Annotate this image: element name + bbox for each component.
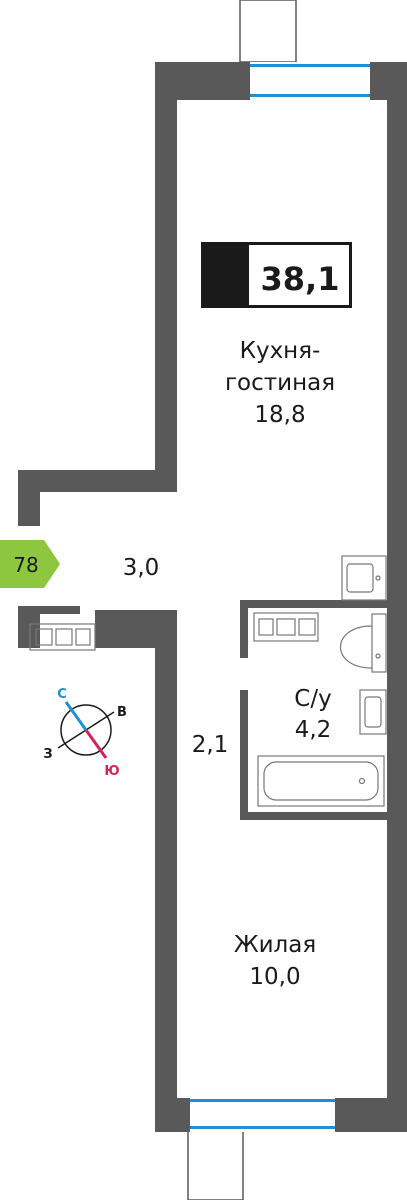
corridor-area: 2,1 — [192, 732, 229, 758]
top-window-bay — [239, 0, 297, 63]
bathroom-sink-icon — [359, 689, 387, 735]
toilet-icon — [339, 613, 387, 673]
entrance-number: 78 — [13, 553, 38, 577]
bathtub-icon — [257, 755, 385, 807]
compass-east: В — [117, 705, 127, 720]
bathroom-area: 4,2 — [295, 717, 332, 743]
compass-icon: С В З Ю — [43, 687, 127, 779]
compass-west: З — [43, 747, 52, 762]
washer-cabinet-icon — [253, 612, 319, 642]
hall-area: 3,0 — [123, 555, 160, 581]
walls — [18, 62, 407, 1132]
total-area: 38,1 — [261, 260, 340, 298]
hall-cabinet-icon — [29, 623, 96, 651]
kitchen-sink-icon — [341, 555, 387, 601]
living-name: Жилая — [234, 932, 316, 958]
kitchen-name-line2: гостиная — [225, 370, 335, 396]
compass-north: С — [57, 687, 67, 702]
room-count: 1 — [211, 254, 239, 300]
bottom-window-bay — [187, 1129, 244, 1200]
kitchen-name-line1: Кухня- — [240, 338, 321, 364]
entrance-marker: 78 — [0, 540, 60, 588]
living-area: 10,0 — [249, 964, 300, 990]
area-badge: 1 38,1 — [201, 242, 352, 308]
compass-south: Ю — [104, 764, 119, 779]
top-window — [250, 62, 370, 100]
kitchen-area: 18,8 — [254, 402, 305, 428]
bottom-window — [190, 1098, 335, 1132]
bathroom-name: С/у — [294, 686, 331, 712]
